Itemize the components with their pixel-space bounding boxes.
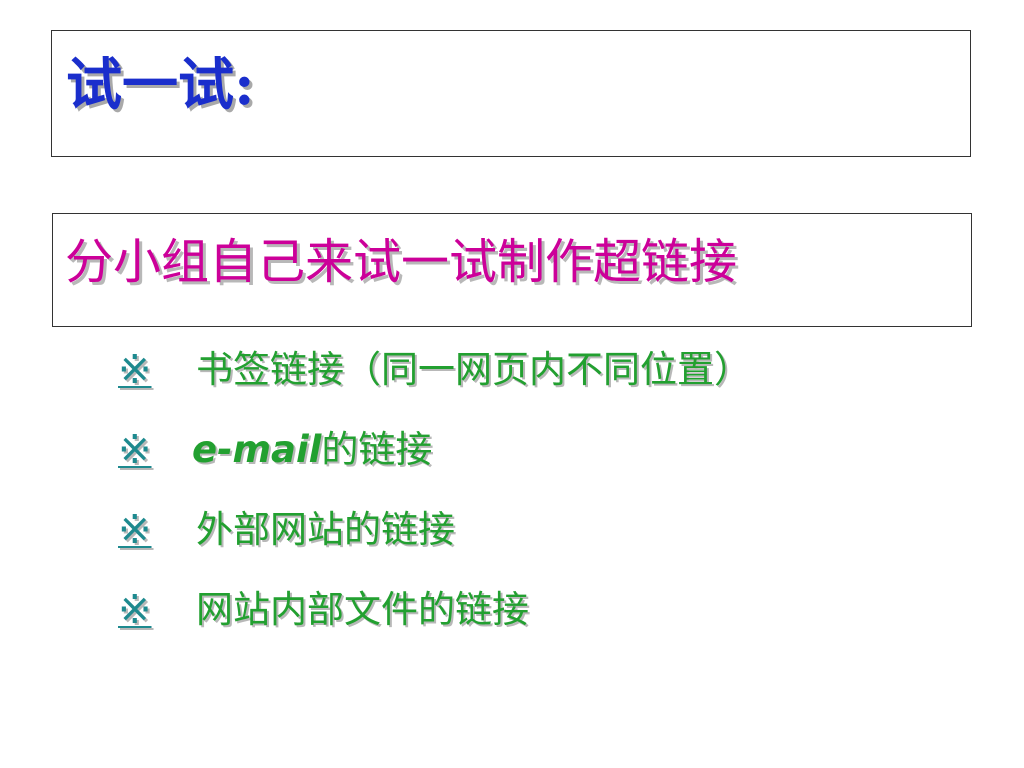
list-item-label: 外部网站的链接 xyxy=(196,505,455,555)
link-type-list: ※ 书签链接（同一网页内不同位置） ※ e-mail的链接 ※ 外部网站的链接 … xyxy=(118,330,751,650)
hyperlink-marker-icon[interactable]: ※ xyxy=(118,427,152,473)
list-item-text: 网站内部文件的链接 xyxy=(196,588,529,631)
list-item-label: e-mail的链接 xyxy=(192,425,432,475)
hyperlink-marker-icon[interactable]: ※ xyxy=(118,347,152,393)
list-item-prefix: e-mail xyxy=(192,428,322,471)
hyperlink-marker-icon[interactable]: ※ xyxy=(118,507,152,553)
list-item-text: 书签链接（同一网页内不同位置） xyxy=(196,348,751,391)
list-item-external-site-link: ※ 外部网站的链接 xyxy=(118,490,751,570)
hyperlink-marker-icon[interactable]: ※ xyxy=(118,587,152,633)
list-item-label: 网站内部文件的链接 xyxy=(196,585,529,635)
list-item-email-link: ※ e-mail的链接 xyxy=(118,410,751,490)
slide-title: 试一试: xyxy=(66,52,255,118)
title-box: 试一试: xyxy=(51,30,971,157)
list-item-internal-file-link: ※ 网站内部文件的链接 xyxy=(118,570,751,650)
list-item-text: 外部网站的链接 xyxy=(196,508,455,551)
slide-subtitle: 分小组自己来试一试制作超链接 xyxy=(65,234,738,290)
list-item-label: 书签链接（同一网页内不同位置） xyxy=(196,345,751,395)
subtitle-box: 分小组自己来试一试制作超链接 xyxy=(52,213,972,327)
list-item-bookmark-link: ※ 书签链接（同一网页内不同位置） xyxy=(118,330,751,410)
list-item-text: 的链接 xyxy=(321,428,433,471)
